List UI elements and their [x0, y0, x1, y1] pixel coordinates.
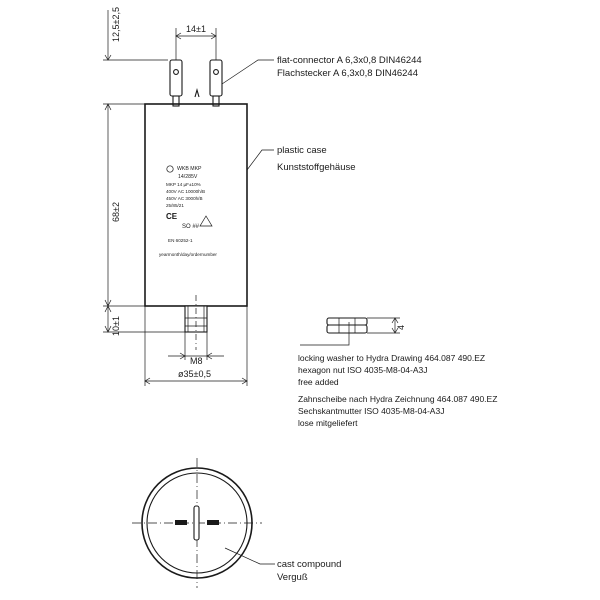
dim-stud-length-text: 10±1: [111, 316, 121, 336]
triangle-mark-icon: [199, 215, 213, 227]
leader-connector: [221, 59, 274, 85]
label-line5: 450V AC 3000h/B: [166, 196, 203, 201]
dim-terminal-spacing-text: 14±1: [186, 24, 206, 34]
leader-plastic-case: [246, 149, 274, 171]
dim-thread-text: M8: [190, 356, 203, 366]
washer-label-line3: free added: [298, 377, 339, 387]
dim-terminal-length: 12,5±2,5: [103, 7, 168, 61]
washer-label-line6: lose mitgeliefert: [298, 418, 358, 428]
washer-label-line2: hexagon nut ISO 4035-M8-04-A3J: [298, 365, 427, 375]
label-line3: MKP 14 µF±10%: [166, 182, 201, 187]
manufacturer-logo: [166, 165, 174, 173]
leader-washer: [300, 322, 350, 346]
connector-label-en: flat-connector A 6,3x0,8 DIN46244: [277, 55, 422, 66]
top-terminal-right: [207, 520, 219, 525]
case-label-en: plastic case: [277, 145, 327, 156]
label-line1: WKB MKP: [177, 166, 202, 172]
ce-mark: CE: [166, 212, 178, 221]
center-tab: [194, 87, 200, 98]
flat-connector-left: [169, 59, 183, 107]
dim-body-length-text: 68±2: [111, 202, 121, 222]
compound-label-en: cast compound: [277, 559, 341, 570]
label-line8: yearmonth/day/ordernumber: [159, 252, 217, 257]
body-label: WKB MKP 14/285V MKP 14 µF±10% 400V AC 10…: [159, 165, 217, 257]
dim-diameter: ø35±0,5: [144, 306, 248, 386]
dim-nut-height-text: 4: [396, 325, 406, 330]
label-line4: 400V AC 10000h/B: [166, 189, 205, 194]
label-line2: 14/285V: [178, 174, 198, 180]
top-center-slot: [193, 505, 200, 541]
top-terminal-left: [175, 520, 187, 525]
capacitor-body: [144, 103, 248, 307]
case-label-de: Kunststoffgehäuse: [277, 162, 356, 173]
approval-mark: SO ##: [182, 224, 200, 230]
label-line7: EN 60252-1: [168, 238, 193, 243]
hex-nut-side-view: 4: [326, 317, 406, 334]
flat-connector-right: [209, 59, 223, 107]
washer-label-line1: locking washer to Hydra Drawing 464.087 …: [298, 353, 485, 363]
label-line6: 25/85/21: [166, 203, 184, 208]
dim-body-length: 68±2: [103, 103, 145, 307]
washer-label-line4: Zahnscheibe nach Hydra Zeichnung 464.087…: [298, 394, 497, 404]
dim-thread: M8: [168, 332, 224, 366]
connector-label-de: Flachstecker A 6,3x0,8 DIN46244: [277, 68, 418, 79]
washer-label-line5: Sechskantmutter ISO 4035-M8-04-A3J: [298, 406, 444, 416]
dim-terminal-spacing: 14±1: [175, 24, 217, 60]
leader-compound: [224, 547, 275, 565]
dim-stud-length: 10±1: [103, 305, 185, 336]
dim-diameter-text: ø35±0,5: [178, 369, 211, 379]
compound-label-de: Verguß: [277, 572, 308, 583]
top-view: [132, 458, 262, 588]
dim-terminal-length-text: 12,5±2,5: [111, 7, 121, 42]
